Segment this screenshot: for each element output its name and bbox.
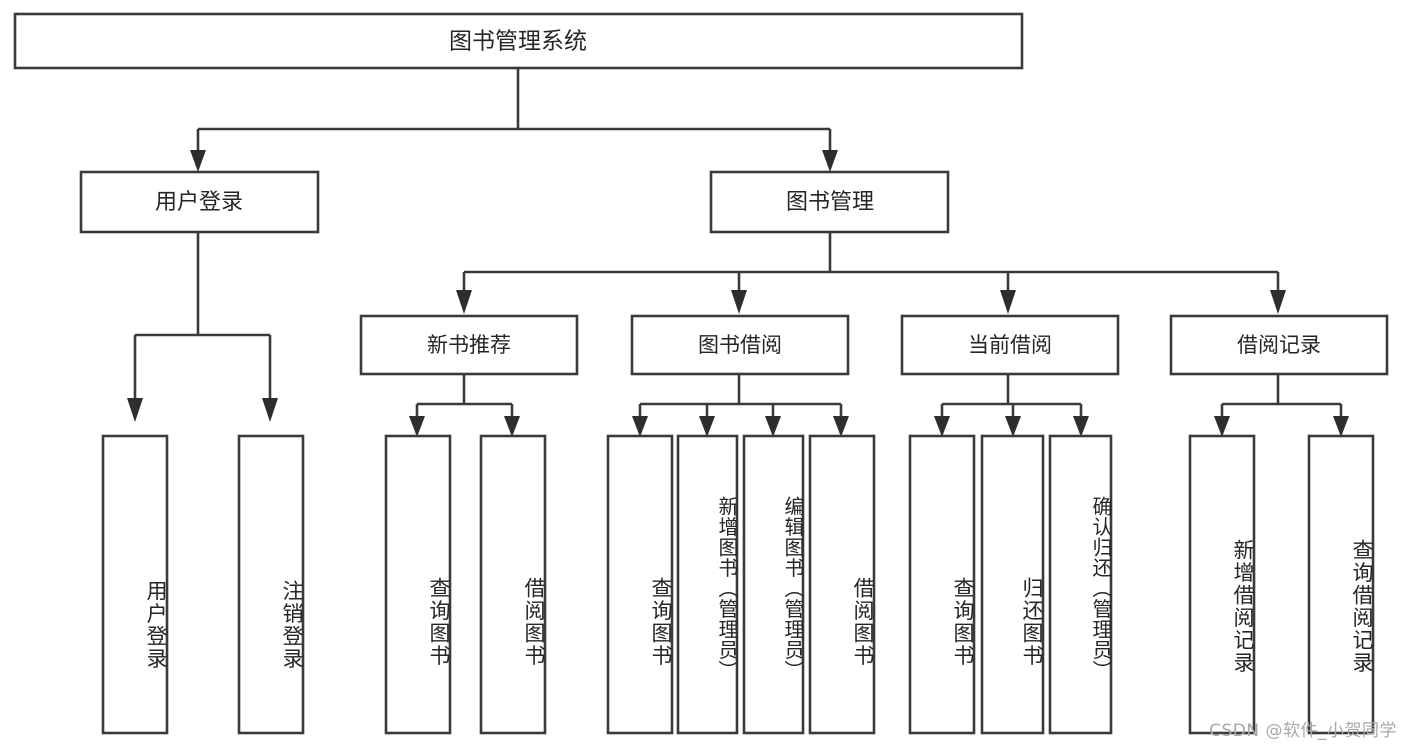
- connector-group-newbook-to-leaves: [409, 375, 520, 437]
- arrow-to-current-borrow: [1000, 290, 1016, 314]
- node-user-login-label: 用户登录: [155, 190, 243, 215]
- arrow-to-leaf-10: [1005, 416, 1021, 437]
- arrow-to-leaf-1: [127, 398, 143, 422]
- node-new-book-recommend[interactable]: 新书推荐: [359, 314, 579, 376]
- arrow-to-leaf-11: [1073, 416, 1089, 437]
- node-root-system[interactable]: 图书管理系统: [13, 12, 1024, 70]
- leaf-box-4[interactable]: [479, 434, 547, 735]
- node-book-borrow[interactable]: 图书借阅: [630, 314, 850, 376]
- arrow-to-leaf-6: [699, 416, 715, 437]
- node-book-manage[interactable]: 图书管理: [709, 170, 950, 234]
- node-borrow-record[interactable]: 借阅记录: [1169, 314, 1389, 376]
- arrow-to-leaf-12: [1214, 416, 1230, 437]
- node-book-manage-label: 图书管理: [786, 190, 874, 215]
- connector-currentborrow-bus: [940, 375, 1083, 418]
- connector-borrowrecord-bus: [1220, 375, 1343, 418]
- connector-group-bookborrow-to-leaves: [632, 375, 849, 437]
- arrow-to-leaf-7: [765, 416, 781, 437]
- arrow-to-book-manage: [822, 150, 838, 172]
- connector-group-root-to-level2: [190, 68, 838, 172]
- node-new-book-recommend-box[interactable]: [359, 314, 579, 376]
- node-book-manage-box[interactable]: [709, 170, 950, 234]
- node-book-borrow-label: 图书借阅: [698, 333, 782, 357]
- node-current-borrow[interactable]: 当前借阅: [900, 314, 1120, 376]
- leaf-box-3[interactable]: [384, 434, 452, 735]
- connector-group-currentborrow-to-leaves: [934, 375, 1089, 437]
- arrow-to-book-borrow: [731, 290, 747, 314]
- node-root-system-label: 图书管理系统: [449, 29, 587, 55]
- connector-root-bus: [196, 68, 832, 152]
- arrow-to-leaf-8: [833, 416, 849, 437]
- node-current-borrow-label: 当前借阅: [968, 333, 1052, 357]
- arrow-to-leaf-9: [934, 416, 950, 437]
- leaf-box-12[interactable]: [1188, 434, 1256, 735]
- node-book-borrow-box[interactable]: [630, 314, 850, 376]
- leaf-box-9[interactable]: [908, 434, 976, 735]
- arrow-to-leaf-2: [262, 398, 278, 422]
- node-current-borrow-box[interactable]: [900, 314, 1120, 376]
- leaf-box-13[interactable]: [1307, 434, 1375, 735]
- leaf-box-2[interactable]: [237, 434, 305, 735]
- leaf-box-7[interactable]: [742, 434, 805, 735]
- node-root-system-box[interactable]: [13, 12, 1024, 70]
- node-borrow-record-box[interactable]: [1169, 314, 1389, 376]
- arrow-to-new-book-rec: [456, 290, 472, 314]
- arrow-to-leaf-4: [504, 416, 520, 437]
- connector-bookmanage-bus: [462, 232, 1280, 292]
- csdn-watermark: CSDN @软件_小贺同学: [1209, 721, 1397, 741]
- arrow-to-leaf-3: [409, 416, 425, 437]
- arrow-to-borrow-record: [1270, 290, 1286, 314]
- node-user-login-box[interactable]: [79, 170, 320, 234]
- connector-group-bookmanage-to-level3: [456, 232, 1286, 314]
- leaf-box-11[interactable]: [1048, 434, 1113, 735]
- connector-group-borrowrecord-to-leaves: [1214, 375, 1349, 437]
- connector-userlogin-bus: [133, 232, 272, 400]
- leaf-box-8[interactable]: [808, 434, 876, 735]
- arrow-to-user-login: [190, 150, 206, 172]
- leaf-box-1[interactable]: [101, 434, 169, 735]
- node-user-login[interactable]: 用户登录: [79, 170, 320, 234]
- leaf-box-group: [101, 434, 1375, 735]
- arrow-to-leaf-13: [1333, 416, 1349, 437]
- leaf-box-5[interactable]: [606, 434, 674, 735]
- leaf-box-6[interactable]: [676, 434, 739, 735]
- node-new-book-recommend-label: 新书推荐: [427, 333, 511, 357]
- node-borrow-record-label: 借阅记录: [1237, 333, 1321, 357]
- leaf-box-10[interactable]: [980, 434, 1045, 735]
- connector-bookborrow-bus: [638, 375, 843, 418]
- connector-newbook-bus: [415, 375, 514, 418]
- arrow-to-leaf-5: [632, 416, 648, 437]
- connector-group-userlogin-to-leaves: [127, 232, 278, 422]
